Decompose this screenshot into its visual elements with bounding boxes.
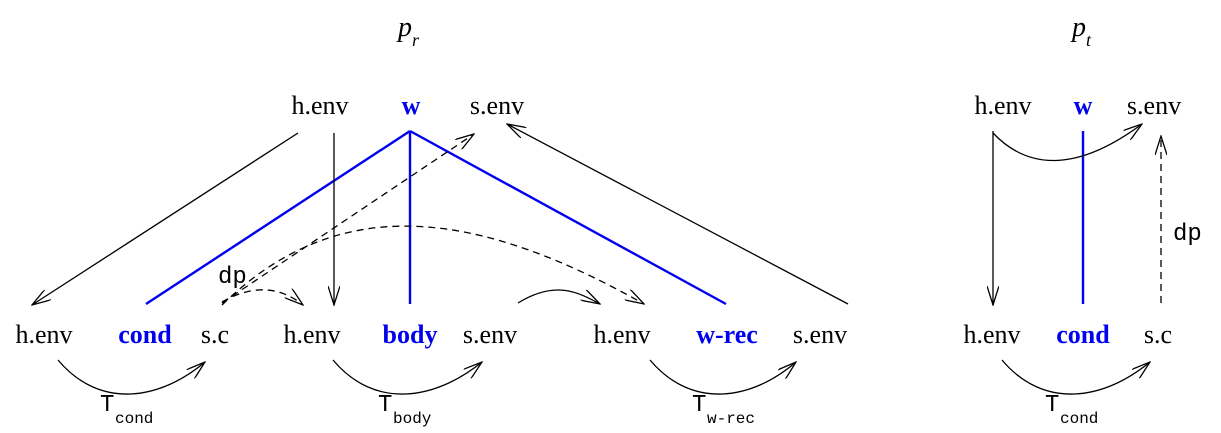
production-name: p bbox=[396, 12, 412, 43]
cond-inherited-attribute: h.env bbox=[963, 320, 1020, 349]
production-subscript: t bbox=[1086, 30, 1092, 50]
body-synthesized-attribute: s.env bbox=[463, 320, 517, 349]
cond-nonterminal: cond bbox=[118, 320, 172, 349]
parent-inherited-attribute: h.env bbox=[974, 91, 1031, 120]
transfer-label-cond: T bbox=[100, 392, 114, 419]
production-subscript: r bbox=[412, 30, 420, 50]
transfer-arrow-wrec bbox=[649, 359, 796, 395]
transfer-arrow-cond bbox=[1001, 359, 1150, 395]
dependency-arrow-henv-to-senv bbox=[992, 124, 1142, 162]
parent-synthesized-attribute: s.env bbox=[470, 91, 524, 120]
dp-arrow-sc-to-body-henv bbox=[221, 290, 303, 305]
transfer-subscript-wrec: w-rec bbox=[707, 410, 755, 428]
dp-arrow-sc-to-wrec-henv bbox=[221, 225, 644, 306]
production-pr: p r h.env w s.env h.env cond s.c h.env b… bbox=[15, 12, 849, 428]
dependency-arrow-henv-to-cond-henv bbox=[32, 132, 299, 305]
parent-inherited-attribute: h.env bbox=[291, 91, 348, 120]
parent-synthesized-attribute: s.env bbox=[1127, 91, 1181, 120]
dependency-arrow-wrec-senv-to-senv bbox=[507, 124, 849, 305]
cond-synthesized-attribute: s.c bbox=[201, 320, 229, 349]
dp-label: dp bbox=[218, 264, 247, 291]
wrec-nonterminal: w-rec bbox=[696, 320, 758, 349]
parent-nonterminal: w bbox=[402, 91, 421, 120]
cond-inherited-attribute: h.env bbox=[15, 320, 72, 349]
body-nonterminal: body bbox=[383, 320, 438, 349]
parent-nonterminal: w bbox=[1074, 91, 1093, 120]
tree-edge-cond bbox=[145, 129, 411, 306]
dependency-arrow-body-senv-to-wrec-henv bbox=[517, 289, 600, 304]
production-name: p bbox=[1070, 12, 1086, 43]
transfer-label-body: T bbox=[378, 392, 392, 419]
transfer-subscript-cond: cond bbox=[1060, 410, 1098, 428]
dp-arrow-sc-to-senv bbox=[221, 134, 474, 304]
wrec-inherited-attribute: h.env bbox=[593, 320, 650, 349]
transfer-label-cond: T bbox=[1045, 392, 1059, 419]
transfer-arrow-cond bbox=[57, 359, 205, 395]
body-inherited-attribute: h.env bbox=[283, 320, 340, 349]
wrec-synthesized-attribute: s.env bbox=[793, 320, 847, 349]
transfer-arrow-body bbox=[332, 359, 482, 395]
tree-edge-wrec bbox=[409, 129, 727, 306]
production-pt: p t h.env w s.env h.env cond s.c dp T co… bbox=[963, 12, 1201, 428]
cond-synthesized-attribute: s.c bbox=[1144, 320, 1172, 349]
transfer-label-wrec: T bbox=[692, 392, 706, 419]
transfer-subscript-body: body bbox=[393, 410, 432, 428]
dp-label: dp bbox=[1173, 221, 1202, 248]
transfer-subscript-cond: cond bbox=[115, 410, 153, 428]
cond-nonterminal: cond bbox=[1056, 320, 1110, 349]
